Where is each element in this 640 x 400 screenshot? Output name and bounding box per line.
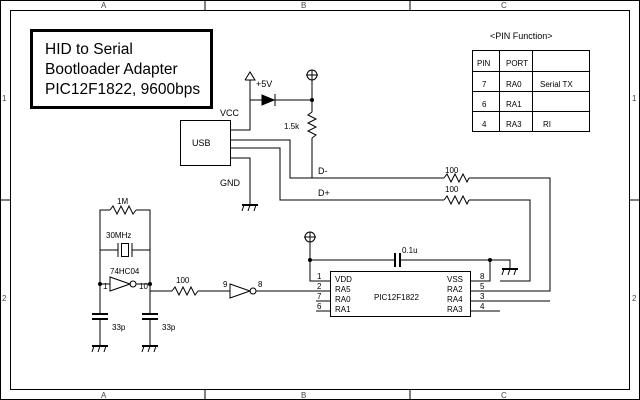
resistor-series-icon: [171, 285, 199, 297]
pin-table-row-1-func: Serial TX: [540, 80, 573, 89]
pic-pin-num-left-2: 2: [317, 282, 322, 291]
pin-table-row-3-pin: 4: [482, 120, 487, 129]
pin-table-row-1-port: RA0: [506, 80, 522, 89]
resistor-feedback-icon: [109, 204, 137, 216]
title-line-3: PIC12F1822, 9600bps: [45, 81, 200, 98]
pic-junction-dots: [308, 258, 492, 262]
pin-table-col-port: PORT: [506, 59, 528, 68]
usb-label: USB: [192, 138, 211, 148]
grid-col-label-top-a: A: [101, 1, 107, 10]
capacitor-bypass-value: 0.1u: [402, 246, 418, 255]
usb-connector: [180, 120, 231, 166]
oscillator-section: [91, 204, 330, 353]
grid-row-label-left-2: 2: [2, 294, 7, 303]
usb-gnd-label: GND: [220, 178, 241, 188]
junction-dots: [98, 98, 314, 286]
pin-table-row-1-pin: 7: [482, 80, 487, 89]
capacitor-right-value: 33p: [162, 323, 176, 332]
grid-row-label-right-1: 1: [632, 94, 637, 103]
grid-row-label-right-2: 2: [632, 294, 637, 303]
grid-col-label-bottom-b: B: [301, 391, 306, 400]
pic-chip-name: PIC12F1822: [374, 293, 419, 302]
inverter-2-pin-out: 8: [258, 280, 263, 289]
diode-icon: [261, 94, 276, 106]
pin-table-row-3-port: RA3: [506, 120, 522, 129]
title-line-2: Bootloader Adapter: [45, 61, 178, 78]
pic-pin-num-left-3: 7: [317, 292, 322, 301]
usb-section: [180, 69, 551, 292]
inverter-1-pin-in: 1: [103, 282, 108, 291]
crystal-icon: [121, 243, 129, 257]
pin-table-row-2-pin: 6: [482, 100, 487, 109]
pic-pin-name-left-1: VDD: [335, 275, 352, 284]
pin-table-row-3-func: RI: [543, 120, 551, 129]
usb-vcc-label: VCC: [220, 108, 240, 118]
inverter-ic-label: 74HC04: [110, 267, 140, 276]
inverter-2-pin-in: 9: [223, 280, 228, 289]
pic-pin-num-right-3: 3: [480, 292, 485, 301]
resistor-dminus-icon: [443, 172, 470, 184]
resistor-dplus-value: 100: [445, 185, 459, 194]
pic-pin-num-left-1: 1: [317, 272, 322, 281]
plus5v-arrow-icon: [244, 71, 256, 81]
pic-pin-name-right-2: RA2: [447, 285, 463, 294]
title-line-1: HID to Serial: [45, 41, 133, 58]
grid-row-label-left-1: 1: [2, 94, 7, 103]
resistor-feedback-value: 1M: [117, 197, 128, 206]
resistor-pullup-value: 1.5k: [284, 122, 300, 131]
inverter-1-icon: [109, 276, 132, 292]
grid-col-label-top-c: C: [501, 1, 507, 10]
grid-col-label-top-b: B: [301, 1, 306, 10]
grid-col-label-bottom-c: C: [501, 391, 507, 400]
pic-pin-name-left-3: RA0: [335, 295, 351, 304]
pin-table-row-2-port: RA1: [506, 100, 522, 109]
pic-pin-num-right-4: 4: [480, 302, 485, 311]
pic-pin-name-right-4: RA3: [447, 305, 463, 314]
pic-pin-name-left-2: RA5: [335, 285, 351, 294]
pic-pin-num-right-2: 5: [480, 282, 485, 291]
grid-col-label-bottom-a: A: [101, 391, 107, 400]
pic12f1822-chip: [330, 271, 471, 317]
dminus-label: D-: [318, 166, 328, 176]
inverter-2-icon: [229, 283, 252, 299]
dplus-label: D+: [318, 188, 330, 198]
pic-pin-name-right-3: RA4: [447, 295, 463, 304]
resistor-pullup-icon: [306, 111, 318, 139]
pic-pin-name-left-4: RA1: [335, 305, 351, 314]
pin-table-col-pin: PIN: [477, 59, 491, 68]
inverter-1-pin-out: 10: [139, 282, 148, 291]
pic-pin-num-left-4: 6: [317, 302, 322, 311]
resistor-dplus-icon: [443, 194, 470, 206]
pin-table-heading: <PIN Function>: [490, 31, 553, 41]
resistor-dminus-value: 100: [445, 166, 459, 175]
plus5v-label: +5V: [256, 79, 272, 89]
pic-section: [304, 231, 550, 317]
pin-function-table: <PIN Function> PIN PORT 7 RA0 Serial TX …: [472, 31, 590, 132]
capacitor-left-value: 33p: [112, 323, 126, 332]
title-block: HID to Serial Bootloader Adapter PIC12F1…: [30, 29, 213, 109]
crystal-value: 30MHz: [106, 231, 131, 240]
pic-pin-name-right-1: VSS: [447, 275, 463, 284]
pic-pin-num-right-1: 8: [480, 272, 485, 281]
resistor-series-value: 100: [176, 276, 190, 285]
